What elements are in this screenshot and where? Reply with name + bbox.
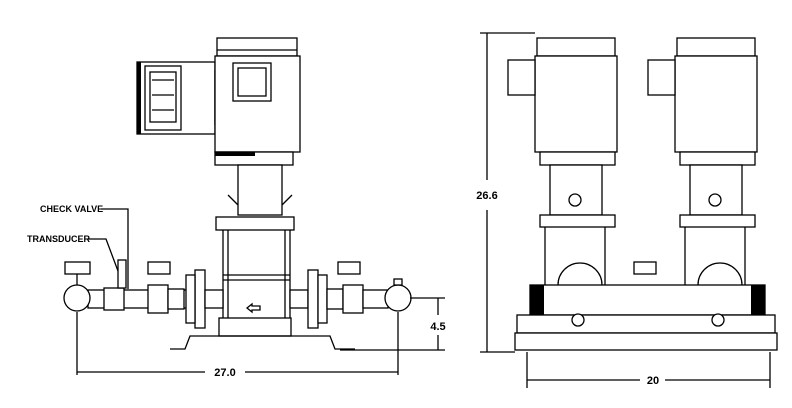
transducer-symbol <box>117 259 127 289</box>
dimension-20: 20 <box>526 352 771 388</box>
piping <box>63 259 412 329</box>
dimension-26-6: 26.6 <box>476 32 535 353</box>
overall-height-label: 26.6 <box>476 190 497 202</box>
callouts: CHECK VALVE TRANSDUCER <box>27 204 129 289</box>
check-valve-label: CHECK VALVE <box>40 204 103 214</box>
motor <box>214 37 301 166</box>
front-view: 26.6 20 <box>476 32 778 388</box>
base-bracket <box>170 335 355 350</box>
inlet-height-label: 4.5 <box>430 321 445 333</box>
junction-box <box>136 61 216 135</box>
front-width-label: 20 <box>647 375 659 387</box>
transducer-label: TRANSDUCER <box>27 234 91 244</box>
dimension-4-5: 4.5 <box>340 297 446 351</box>
side-view: CHECK VALVE TRANSDUCER 27.0 4.5 <box>27 37 446 379</box>
dimension-27: 27.0 <box>76 312 399 379</box>
width-dimension-label: 27.0 <box>214 367 235 379</box>
motor-right <box>647 37 758 308</box>
base-frame <box>514 313 778 351</box>
manifold <box>529 284 766 316</box>
motor-left <box>507 37 618 308</box>
pressure-gauge <box>633 261 657 275</box>
pump-column <box>215 164 295 337</box>
